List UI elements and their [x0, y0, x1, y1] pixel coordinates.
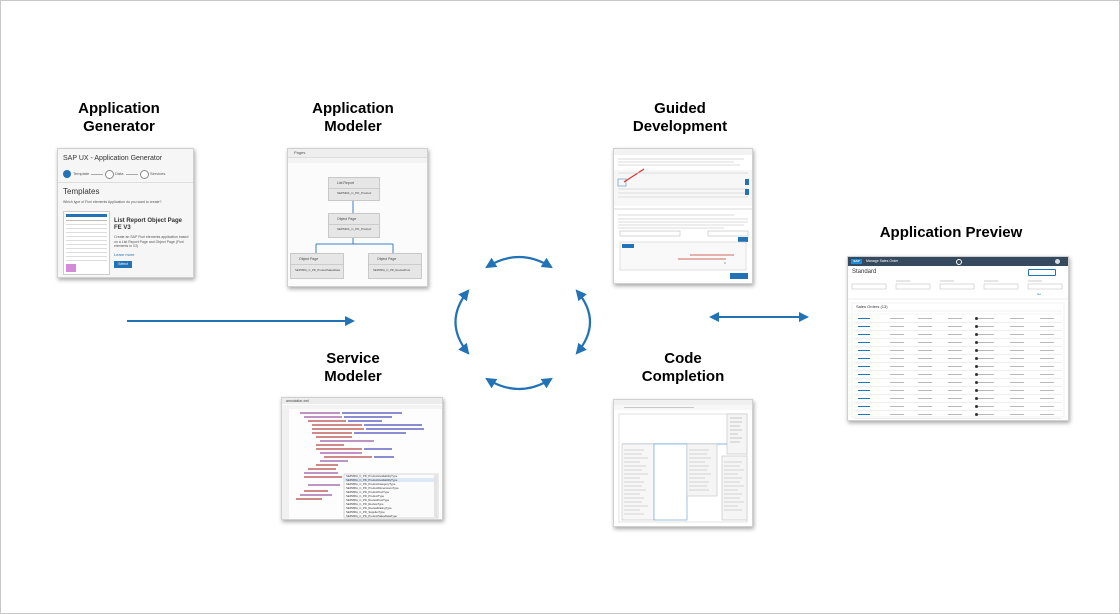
suggestion-item[interactable]: SEPMRA_C_PD_ProductDimensionsType [346, 486, 399, 490]
generator-header: SAP UX - Application Generator [63, 155, 163, 162]
suggestion-item[interactable]: SEPMRA_C_PD_ReviewType [346, 502, 384, 506]
suggestion-item[interactable]: SEPMRA_C_PD_ReviewPostType [346, 498, 390, 502]
app-preview-screenshot: SAP Manage Sales Order Standard [847, 256, 1069, 421]
guided-development-title: Guided Development [632, 100, 728, 135]
suggestion-item[interactable]: SEPMRA_C_PD_ProductAvailabilityType [346, 474, 398, 478]
step-3-icon [140, 170, 149, 179]
table-row[interactable] [854, 331, 1062, 339]
editor-tab[interactable]: annotation.xml [286, 398, 309, 403]
table-row[interactable] [854, 379, 1062, 387]
service-modeler-screenshot: annotation.xml [281, 397, 443, 520]
templates-question: Which type of Fiori elements Application… [63, 200, 162, 204]
suggestion-item[interactable]: SEPMRA_C_PD_SupplierType [346, 510, 385, 514]
step-2-label: Data [115, 171, 124, 176]
step-3-label: Services [150, 171, 166, 176]
app-modeler-title: Application Modeler [312, 100, 394, 135]
table-row[interactable] [854, 363, 1062, 371]
template-card-title: List Report Object Page FE V3 [114, 218, 183, 231]
step-1-icon [63, 170, 71, 178]
select-button[interactable]: Select [114, 261, 132, 268]
suggestion-item[interactable]: SEPMRA_C_PD_ProductType [346, 494, 385, 498]
step-line [91, 174, 103, 175]
suggestion-item[interactable]: SEPMRA_C_PD_ProductTextType [346, 490, 390, 494]
step-2-icon [105, 170, 114, 179]
object-page-node[interactable]: Object Page SEPMRA_C_PD_ReviewPost [368, 253, 422, 279]
step-line [126, 174, 138, 175]
divider [58, 182, 193, 183]
table-row[interactable] [854, 387, 1062, 395]
table-row[interactable] [854, 315, 1062, 323]
suggestion-item[interactable]: SEPMRA_C_PD_ProductSalesDataType [346, 514, 397, 518]
table-row[interactable] [854, 355, 1062, 363]
modeler-tab[interactable]: Pages [294, 150, 306, 155]
home-icon[interactable] [956, 259, 962, 265]
shell-title: Manage Sales Order [866, 259, 899, 263]
go-button[interactable]: Go [1037, 292, 1042, 296]
app-preview-title: Application Preview [879, 224, 1023, 241]
template-thumbnail[interactable] [63, 211, 110, 275]
table-row[interactable] [854, 339, 1062, 347]
variant-title[interactable]: Standard [852, 269, 877, 275]
avatar[interactable] [1055, 259, 1060, 264]
suggestion-item[interactable]: SEPMRA_C_PD_ProductCategoryType [346, 482, 396, 486]
header-button[interactable] [1028, 269, 1056, 276]
table-row[interactable] [854, 323, 1062, 331]
suggestion-list[interactable]: SEPMRA_C_PD_ProductAvailabilityType SEPM… [346, 474, 432, 518]
object-page-node[interactable]: Object Page SEPMRA_C_PD_ProductSalesData [290, 253, 344, 279]
learn-more-link[interactable]: Learn more [114, 252, 135, 257]
table-row[interactable] [854, 371, 1062, 379]
suggestion-item[interactable]: SEPMRA_C_PD_ReviewRatingType [346, 506, 392, 510]
object-page-node[interactable]: Object Page SEPMRA_C_PD_Product [328, 213, 380, 238]
table-row[interactable] [854, 403, 1062, 411]
shell-bar: SAP Manage Sales Order [848, 257, 1068, 266]
cycle-arrow-left [454, 289, 470, 355]
service-modeler-title: Service Modeler [324, 350, 382, 385]
template-icon [66, 264, 76, 272]
table-row[interactable] [854, 347, 1062, 355]
template-card-text: Create an SAP Fiori elements application… [114, 235, 189, 248]
code-completion-screenshot [613, 399, 753, 527]
guided-development-screenshot [613, 148, 753, 284]
cycle-arrow-top [485, 256, 553, 269]
list-report-node[interactable]: List Report SEPMRA_C_PD_Product [328, 177, 380, 201]
table-row[interactable] [854, 395, 1062, 403]
code-completion-title: Code Completion [641, 350, 725, 385]
cycle-arrow-bottom [485, 377, 553, 390]
app-generator-screenshot: SAP UX - Application Generator Template … [57, 148, 194, 278]
table-body [854, 315, 1062, 419]
step-1-label: Template [73, 171, 90, 176]
table-title: Sales Orders (13) [856, 304, 888, 309]
table-row[interactable] [854, 411, 1062, 419]
templates-heading: Templates [63, 187, 100, 196]
sap-logo: SAP [851, 259, 862, 264]
suggestion-item[interactable]: SEPMRA_C_PD_ProductAvailabilityType [346, 478, 398, 482]
app-generator-title: Application Generator [78, 100, 160, 135]
cycle-arrow-right [575, 289, 591, 355]
app-modeler-screenshot: Pages List Report SEPMRA_C_PD_Product Ob… [287, 148, 428, 287]
